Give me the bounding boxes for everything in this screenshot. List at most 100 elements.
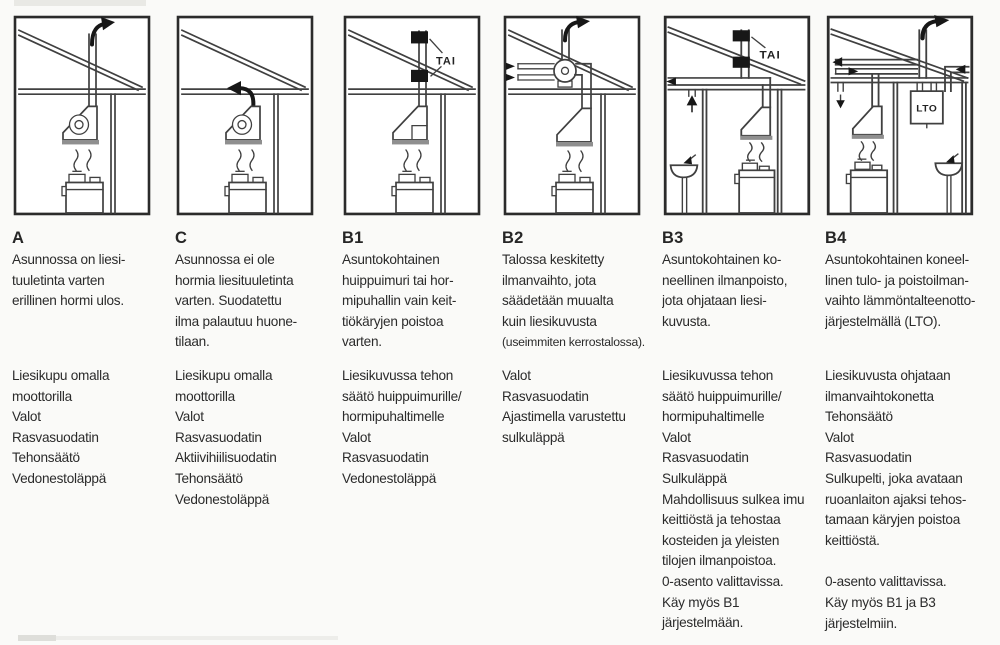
central-fan-icon — [553, 58, 577, 88]
duct-fan-box — [732, 56, 750, 68]
system-title: A — [12, 229, 25, 247]
cooker-hood — [62, 105, 99, 145]
up-arrow-icon — [686, 95, 698, 113]
hood-riser-duct — [761, 77, 772, 109]
steam-icon — [565, 150, 584, 173]
wall — [273, 93, 279, 214]
grease-filter — [740, 135, 773, 140]
stove — [734, 159, 776, 214]
exhaust-arrow-icon — [90, 17, 115, 47]
system-column-a: A Asunnossa on liesi- tuuletinta varten … — [12, 14, 175, 634]
grease-filter — [851, 134, 884, 139]
wall — [600, 93, 606, 214]
system-column-c: C Asunnossa ei ole hormia liesituuletint… — [175, 14, 342, 634]
system-description: Asunnossa ei ole hormia liesituuletinta … — [175, 252, 297, 350]
system-description: Asuntokohtainen huippuimuri tai hor- mip… — [342, 252, 457, 350]
stove — [61, 170, 104, 214]
diagram-b4: LTO — [825, 14, 992, 220]
system-description: Asunnossa on liesi- tuuletinta varten er… — [12, 252, 126, 309]
feature-list: Liesikuvussa tehon säätö huippuimurille/… — [662, 368, 805, 631]
cooker-hood — [740, 106, 773, 140]
cooker-hood — [851, 105, 884, 139]
system-title: B3 — [662, 229, 684, 247]
exhaust-out-arrow-icon — [832, 57, 843, 67]
system-description-note: (useimmiten kerrostalossa). — [502, 335, 645, 350]
roof-fan-box — [411, 31, 428, 44]
steam-icon — [747, 141, 765, 163]
lto-label: LTO — [916, 104, 937, 115]
stove — [551, 170, 594, 214]
airflow-arrow-icon — [506, 73, 515, 81]
airflow-arrow-icon — [506, 62, 515, 70]
exhaust-out-arrow-icon — [666, 77, 676, 86]
roof-fan-box — [732, 30, 750, 42]
diagram-b1: TAI — [342, 14, 494, 220]
system-title: B1 — [342, 229, 364, 247]
steam-icon — [73, 149, 92, 172]
tai-leader-line — [751, 36, 766, 49]
stove — [224, 170, 267, 214]
system-description: Talossa keskitetty ilmanvaihto, jota sää… — [502, 252, 614, 329]
roof-and-ceiling — [17, 29, 146, 96]
steam-icon — [403, 149, 422, 172]
washbasin — [669, 154, 699, 214]
grease-filter — [556, 141, 593, 147]
tai-label: TAI — [436, 56, 456, 68]
cooker-hood — [392, 105, 429, 145]
exhaust-duct — [918, 29, 928, 79]
steam-icon — [236, 149, 255, 172]
feature-list: Liesikuvusta ohjataan ilmanvaihtokonetta… — [825, 368, 967, 548]
exhaust-arrow-icon — [920, 15, 950, 41]
grease-filter — [392, 139, 429, 145]
diagram-c — [175, 14, 334, 220]
intake-pipes — [517, 63, 555, 81]
description-block: Asuntokohtainen huippuimuri tai hor- mip… — [342, 250, 494, 366]
diagram-b2 — [502, 14, 654, 220]
interior-wall — [892, 81, 899, 214]
system-description: Asuntokohtainen ko- neellinen ilmanpoist… — [662, 252, 788, 329]
fresh-air-duct — [944, 64, 970, 93]
washbasin — [934, 153, 964, 214]
system-column-b1: TAI B1 As — [342, 14, 502, 634]
down-arrow-icon — [836, 100, 845, 109]
exhaust-arrow-icon — [563, 16, 590, 43]
drop-duct — [574, 62, 592, 110]
scan-artifact-top — [14, 0, 146, 6]
tai-leader-line-2 — [430, 65, 442, 77]
system-notes: 0-asento valittavissa. Käy myös B1 ja B3… — [825, 574, 947, 631]
description-block: Asuntokohtainen ko- neellinen ilmanpoist… — [662, 250, 817, 366]
right-wall — [776, 88, 783, 214]
extract-stub — [688, 88, 696, 97]
system-title: B2 — [502, 229, 524, 247]
scan-artifact-bottom-dark — [18, 635, 56, 641]
system-description: Asuntokohtainen koneel- linen tulo- ja p… — [825, 252, 976, 329]
roof-and-ceiling — [507, 29, 636, 96]
wall — [110, 93, 116, 214]
exhaust-duct — [88, 33, 97, 107]
tai-leader-line — [429, 38, 443, 54]
system-column-b3: TAI — [662, 14, 825, 634]
grease-filter — [62, 139, 99, 145]
system-column-b2: B2 Talossa keskitetty ilmanvaihto, jota … — [502, 14, 662, 634]
description-block: Asunnossa on liesi- tuuletinta varten er… — [12, 250, 167, 366]
description-block: Asuntokohtainen koneel- linen tulo- ja p… — [825, 250, 992, 366]
grease-filter — [225, 139, 262, 145]
stove — [391, 170, 434, 214]
diagram-b3: TAI — [662, 14, 817, 220]
airflow-arrow-icon — [848, 67, 859, 76]
steam-icon — [858, 140, 877, 162]
wall — [440, 93, 446, 214]
lto-unit: LTO — [909, 81, 944, 129]
right-wall — [961, 81, 967, 214]
system-title: B4 — [825, 229, 847, 247]
feature-list: Liesikupu omalla moottorilla Valot Rasva… — [175, 368, 277, 507]
hood-riser-duct — [871, 73, 880, 108]
interior-wall — [701, 88, 708, 214]
duct-fan-box — [411, 69, 428, 83]
tai-label: TAI — [760, 50, 781, 62]
feature-list: Valot Rasvasuodatin Ajastimella varustet… — [502, 368, 626, 445]
system-title: C — [175, 229, 188, 247]
diagram-a — [12, 14, 167, 220]
